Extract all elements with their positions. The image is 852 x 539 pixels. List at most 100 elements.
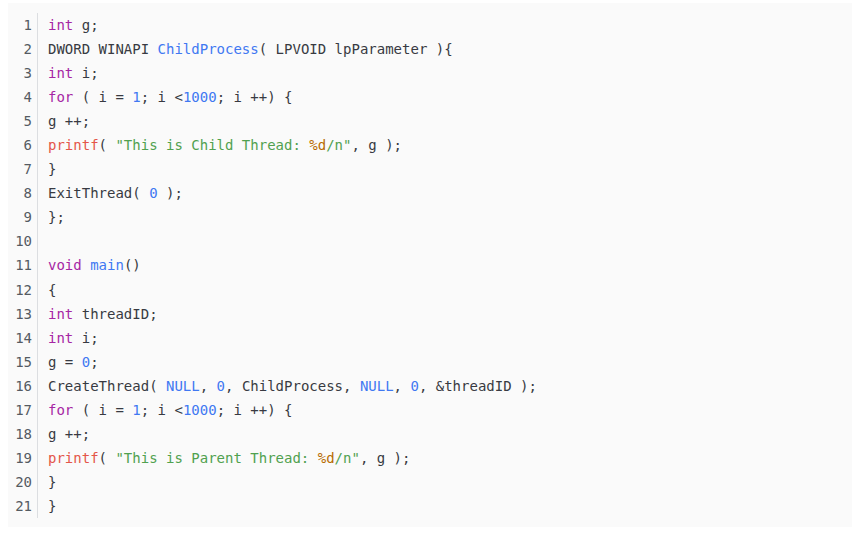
line-number: 17 (8, 398, 38, 422)
code-token: ; i ++) { (217, 402, 293, 418)
code-line-text (38, 229, 48, 253)
code-line: 1int g; (8, 13, 852, 37)
line-number: 5 (8, 109, 38, 133)
code-token: %d (318, 450, 335, 466)
line-number: 15 (8, 350, 38, 374)
code-line: 11void main() (8, 253, 852, 277)
code-token: int (48, 330, 73, 346)
line-number: 8 (8, 181, 38, 205)
line-number: 13 (8, 302, 38, 326)
code-token: ; (90, 354, 98, 370)
code-token: g ++; (48, 113, 90, 129)
code-token: { (48, 282, 56, 298)
line-number: 4 (8, 85, 38, 109)
code-token: /n" (326, 137, 351, 153)
code-token: ( i = (73, 89, 132, 105)
code-line-text: for ( i = 1; i <1000; i ++) { (38, 398, 292, 422)
code-line: 7} (8, 157, 852, 181)
code-token: ChildProcess (158, 41, 259, 57)
code-token: "This is Parent Thread: (115, 450, 317, 466)
code-line: 13int threadID; (8, 302, 852, 326)
code-token: , (394, 378, 411, 394)
code-token: void (48, 257, 82, 273)
code-token: 0 (410, 378, 418, 394)
code-line-text: g ++; (38, 422, 90, 446)
code-line: 9}; (8, 205, 852, 229)
code-token: ( i = (73, 402, 132, 418)
code-token: ( (99, 137, 116, 153)
code-line-text: CreateThread( NULL, 0, ChildProcess, NUL… (38, 374, 537, 398)
line-number: 2 (8, 37, 38, 61)
code-token: () (124, 257, 141, 273)
code-token: /n" (335, 450, 360, 466)
code-token: ; i < (141, 402, 183, 418)
code-token: g; (73, 17, 98, 33)
line-number: 21 (8, 494, 38, 518)
code-token: , &threadID ); (419, 378, 537, 394)
code-line: 6printf( "This is Child Thread: %d/n", g… (8, 133, 852, 157)
code-line-text: } (38, 470, 56, 494)
code-line-text: printf( "This is Child Thread: %d/n", g … (38, 133, 402, 157)
line-number: 6 (8, 133, 38, 157)
code-token: , ChildProcess, (225, 378, 360, 394)
code-token: main (90, 257, 124, 273)
code-line-text: } (38, 494, 56, 518)
code-line: 2DWORD WINAPI ChildProcess( LPVOID lpPar… (8, 37, 852, 61)
code-line-text: int g; (38, 13, 99, 37)
line-number: 18 (8, 422, 38, 446)
line-number: 7 (8, 157, 38, 181)
line-number: 12 (8, 278, 38, 302)
code-line-text: void main() (38, 253, 141, 277)
code-token (82, 257, 90, 273)
code-token: g ++; (48, 426, 90, 442)
code-token: int (48, 306, 73, 322)
code-token: i; (73, 330, 98, 346)
code-token: "This is Child Thread: (115, 137, 309, 153)
line-number: 11 (8, 253, 38, 277)
code-block: 1int g;2DWORD WINAPI ChildProcess( LPVOI… (8, 3, 852, 527)
code-line: 3int i; (8, 61, 852, 85)
code-line: 16CreateThread( NULL, 0, ChildProcess, N… (8, 374, 852, 398)
code-line-text: for ( i = 1; i <1000; i ++) { (38, 85, 292, 109)
code-token: ExitThread( (48, 185, 149, 201)
code-token: printf (48, 137, 99, 153)
code-token: , g ); (351, 137, 402, 153)
line-number: 3 (8, 61, 38, 85)
code-token: 1 (132, 402, 140, 418)
code-line: 4for ( i = 1; i <1000; i ++) { (8, 85, 852, 109)
code-line-text: g = 0; (38, 350, 99, 374)
code-token: threadID; (73, 306, 157, 322)
code-token: 1000 (183, 402, 217, 418)
code-token: for (48, 89, 73, 105)
code-token: , (200, 378, 217, 394)
code-token: int (48, 17, 73, 33)
code-line-text: int i; (38, 326, 99, 350)
code-line: 17for ( i = 1; i <1000; i ++) { (8, 398, 852, 422)
line-number: 1 (8, 13, 38, 37)
code-line-text: }; (38, 205, 65, 229)
code-line: 19printf( "This is Parent Thread: %d/n",… (8, 446, 852, 470)
code-token: 1000 (183, 89, 217, 105)
code-token: } (48, 498, 56, 514)
line-number: 16 (8, 374, 38, 398)
code-token: NULL (360, 378, 394, 394)
code-token: ; i < (141, 89, 183, 105)
code-token: printf (48, 450, 99, 466)
line-number: 20 (8, 470, 38, 494)
code-line-text: int i; (38, 61, 99, 85)
code-token: } (48, 474, 56, 490)
line-number: 9 (8, 205, 38, 229)
code-token: 1 (132, 89, 140, 105)
code-line: 8ExitThread( 0 ); (8, 181, 852, 205)
code-line: 21} (8, 494, 852, 518)
code-token: ); (158, 185, 183, 201)
code-line-text: } (38, 157, 56, 181)
code-line-text: printf( "This is Parent Thread: %d/n", g… (38, 446, 410, 470)
code-token: 0 (82, 354, 90, 370)
line-number: 10 (8, 229, 38, 253)
code-token: ( LPVOID lpParameter ){ (259, 41, 453, 57)
code-token: g = (48, 354, 82, 370)
code-token: ( (99, 450, 116, 466)
code-line-text: g ++; (38, 109, 90, 133)
code-line-text: int threadID; (38, 302, 158, 326)
